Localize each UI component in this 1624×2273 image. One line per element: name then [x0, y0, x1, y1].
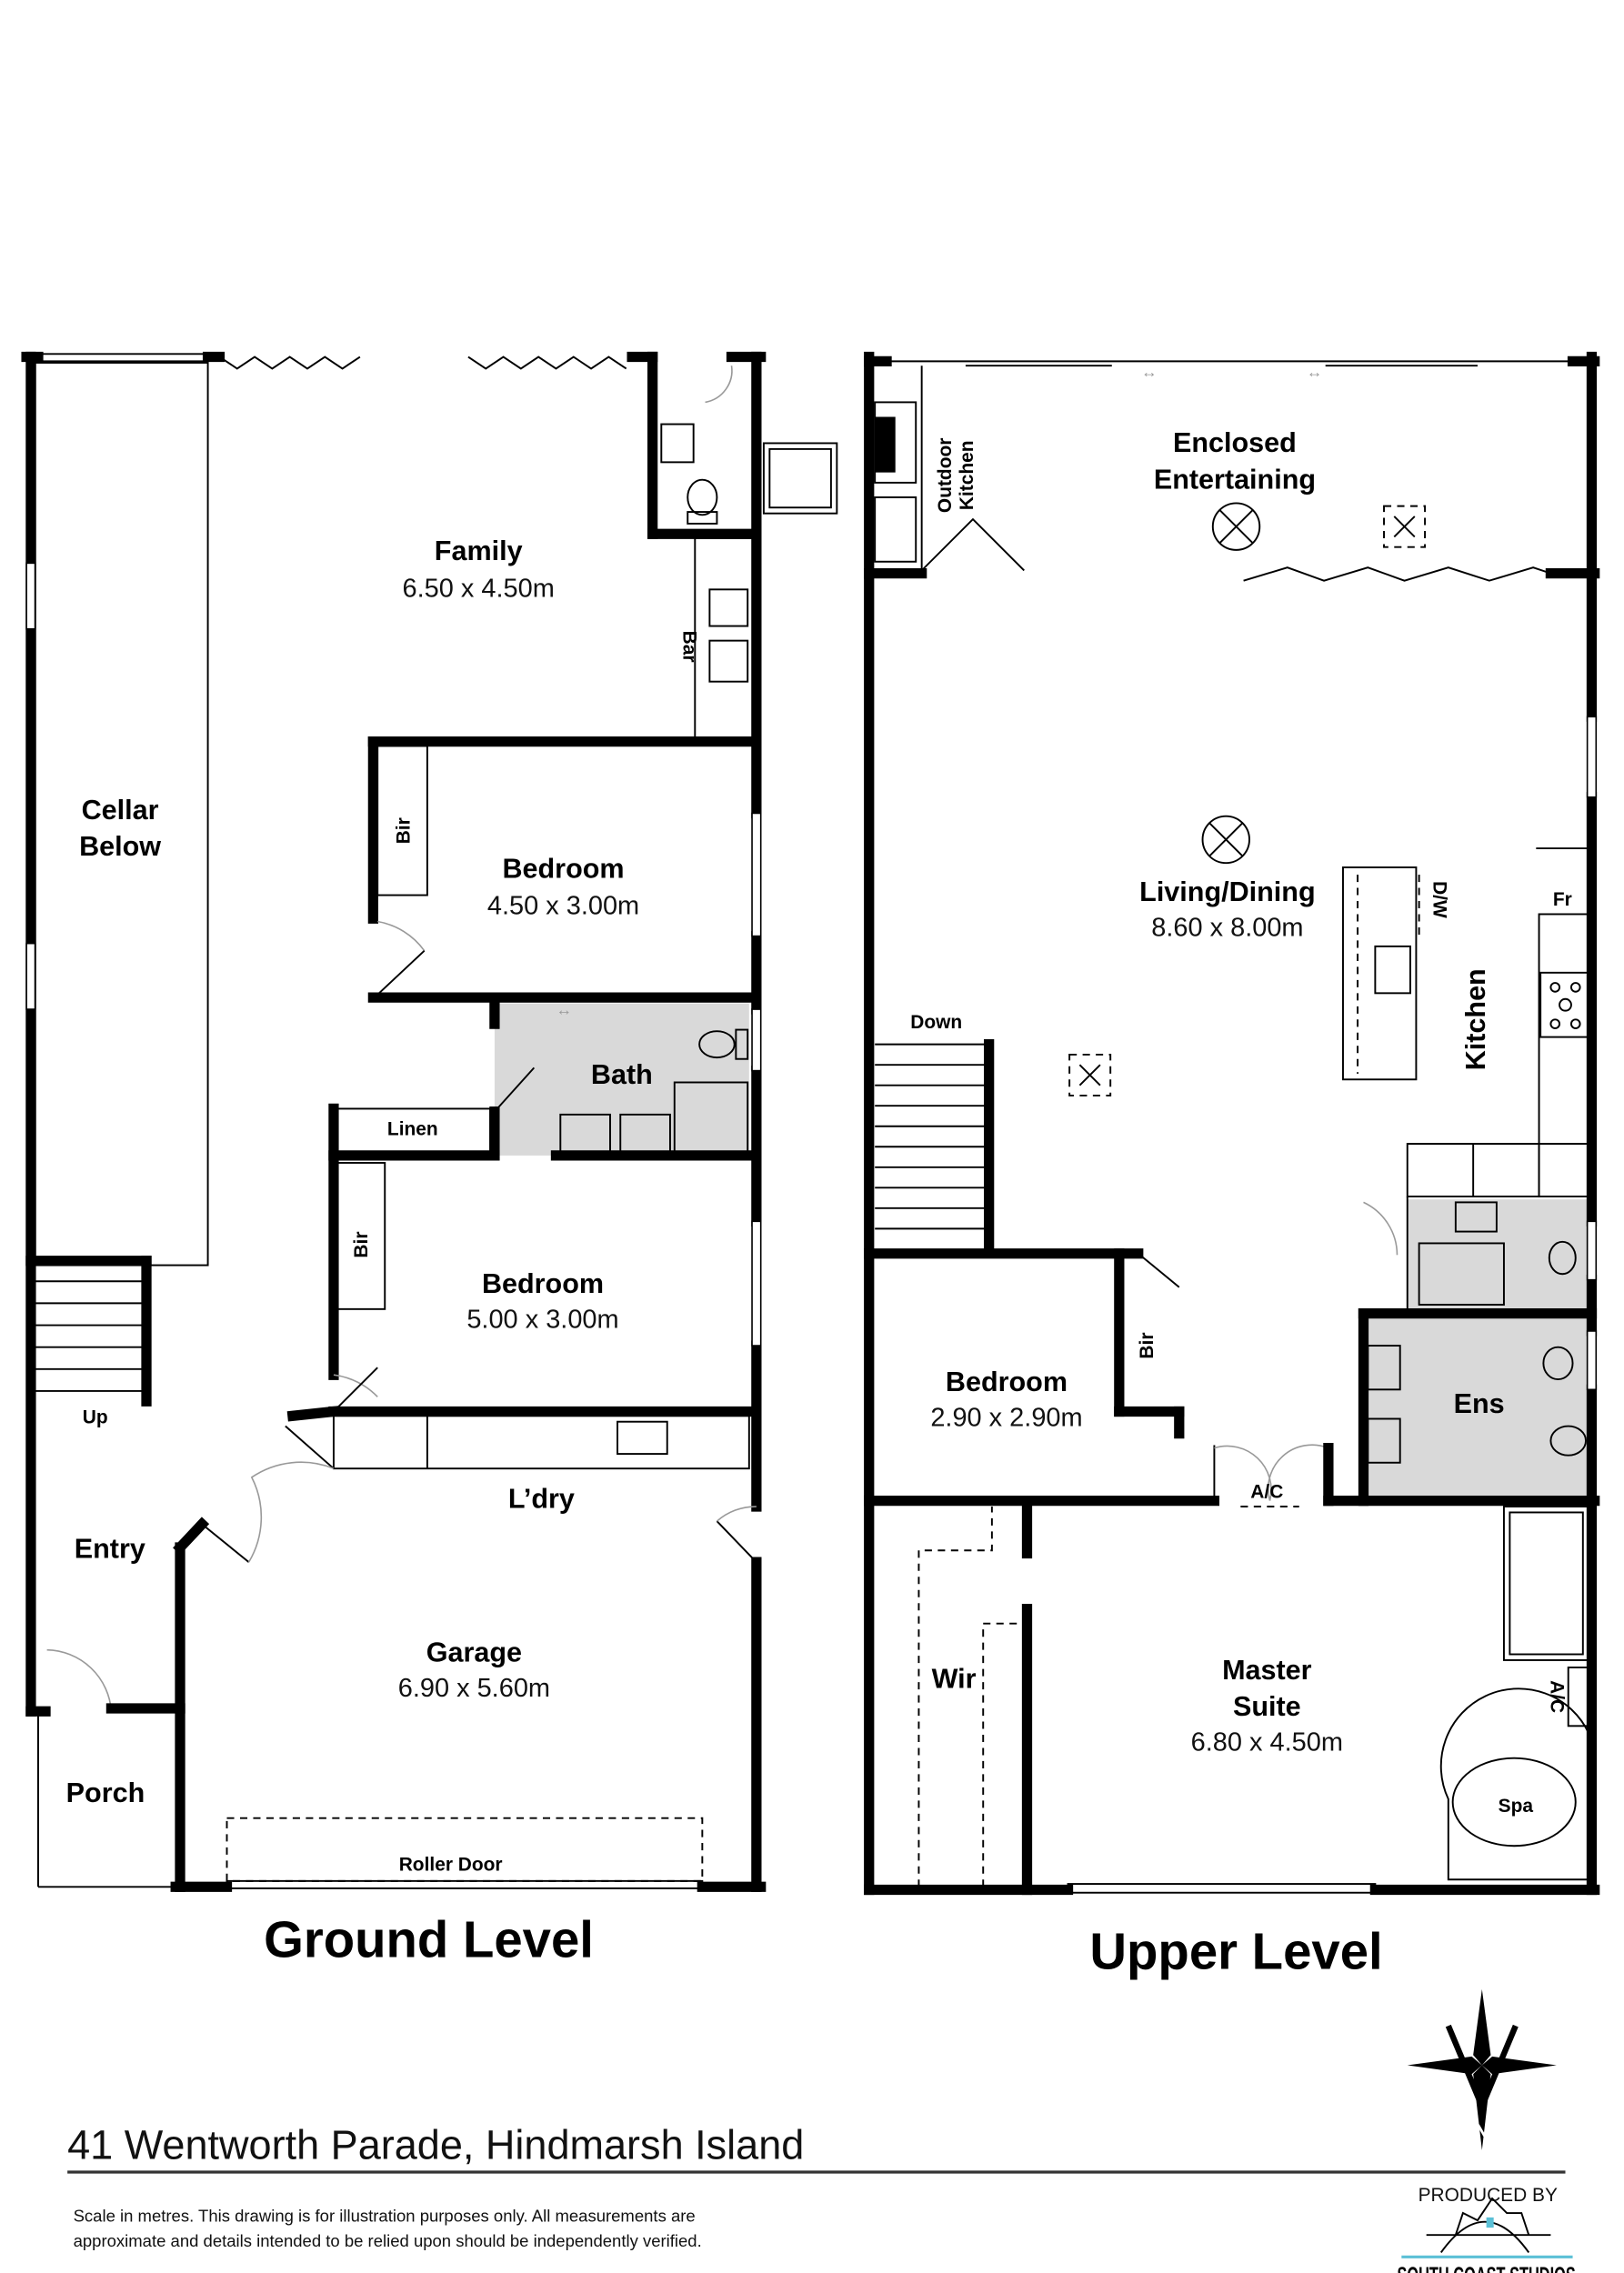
- living-dining-label: Living/Dining: [1139, 876, 1315, 907]
- bar-label: Bar: [678, 631, 699, 663]
- cellar-label-2: Below: [79, 831, 161, 862]
- wc-wet-area: [1407, 1199, 1590, 1311]
- bedroom1-bir-label: Bir: [394, 817, 415, 844]
- upper-level-labels: Enclosed Entertaining Outdoor Kitchen Li…: [910, 427, 1571, 1979]
- fridge-label: Fr: [1553, 889, 1572, 910]
- ground-level-title: Ground Level: [264, 1911, 594, 1968]
- stairs-down-label: Down: [910, 1012, 962, 1033]
- outdoor-kitchen-label-1: Outdoor: [935, 438, 956, 513]
- spa-label: Spa: [1499, 1796, 1534, 1817]
- bedroom1-size: 4.50 x 3.00m: [487, 891, 639, 920]
- ensuite-wet-area: [1363, 1315, 1590, 1499]
- bedroom3-label: Bedroom: [946, 1367, 1068, 1397]
- linen-label: Linen: [387, 1118, 438, 1139]
- svg-text:↔: ↔: [556, 1000, 572, 1018]
- roller-door-label: Roller Door: [399, 1855, 503, 1876]
- entry-label: Entry: [75, 1533, 145, 1564]
- upper-level-title: Upper Level: [1089, 1922, 1382, 1979]
- bedroom2-label: Bedroom: [482, 1268, 604, 1299]
- bath-label: Bath: [591, 1059, 653, 1090]
- south-coast-studios-logo: SOUTH COAST STUDIOS: [1398, 2197, 1576, 2273]
- master-label-1: Master: [1222, 1655, 1312, 1686]
- kitchen-label: Kitchen: [1460, 968, 1491, 1070]
- bedroom1-label: Bedroom: [502, 853, 624, 884]
- laundry-label: L’dry: [508, 1484, 575, 1515]
- wir-label: Wir: [932, 1663, 977, 1694]
- svg-text:↔: ↔: [1307, 363, 1323, 381]
- ac-label-master: A/C: [1546, 1680, 1567, 1713]
- bath-wet-area: [494, 1003, 749, 1156]
- produced-by-label: PRODUCED BY: [1418, 2185, 1558, 2206]
- master-label-2: Suite: [1233, 1691, 1301, 1722]
- dishwasher-label: D/W: [1429, 881, 1450, 918]
- ground-level-labels: Cellar Below Family 6.50 x 4.50m Bar Bed…: [66, 536, 700, 1968]
- bedroom3-size: 2.90 x 2.90m: [930, 1404, 1082, 1433]
- cellar-label-1: Cellar: [82, 795, 159, 826]
- svg-text:↔: ↔: [1141, 363, 1158, 381]
- porch-label: Porch: [66, 1777, 145, 1808]
- garage-size: 6.90 x 5.60m: [398, 1674, 550, 1703]
- ac-label-hall: A/C: [1250, 1481, 1283, 1502]
- garage-label: Garage: [426, 1637, 522, 1668]
- bedroom3-bir-label: Bir: [1137, 1333, 1158, 1359]
- bedroom2-size: 5.00 x 3.00m: [466, 1306, 618, 1335]
- living-dining-size: 8.60 x 8.00m: [1151, 914, 1303, 943]
- entertaining-label-2: Entertaining: [1154, 464, 1316, 495]
- family-label: Family: [435, 536, 523, 566]
- compass-north-label: N: [1475, 2120, 1489, 2143]
- bedroom2-bir-label: Bir: [351, 1232, 372, 1258]
- ground-level-plan: ↔: [21, 351, 838, 1892]
- entertaining-label-1: Enclosed: [1173, 427, 1297, 458]
- ensuite-label: Ens: [1454, 1388, 1505, 1419]
- disclaimer-line-2: approximate and details intended to be r…: [74, 2231, 702, 2250]
- logo-text: SOUTH COAST STUDIOS: [1398, 2263, 1576, 2273]
- compass-icon: N: [1407, 1988, 1557, 2150]
- property-address: 41 Wentworth Parade, Hindmarsh Island: [67, 2122, 804, 2168]
- family-size: 6.50 x 4.50m: [403, 574, 555, 603]
- disclaimer-line-1: Scale in metres. This drawing is for ill…: [74, 2207, 696, 2226]
- outdoor-kitchen-label-2: Kitchen: [957, 441, 977, 511]
- stairs-up-label: Up: [83, 1407, 108, 1427]
- master-size: 6.80 x 4.50m: [1191, 1728, 1343, 1757]
- upper-level-plan: ↔↔: [864, 351, 1600, 1896]
